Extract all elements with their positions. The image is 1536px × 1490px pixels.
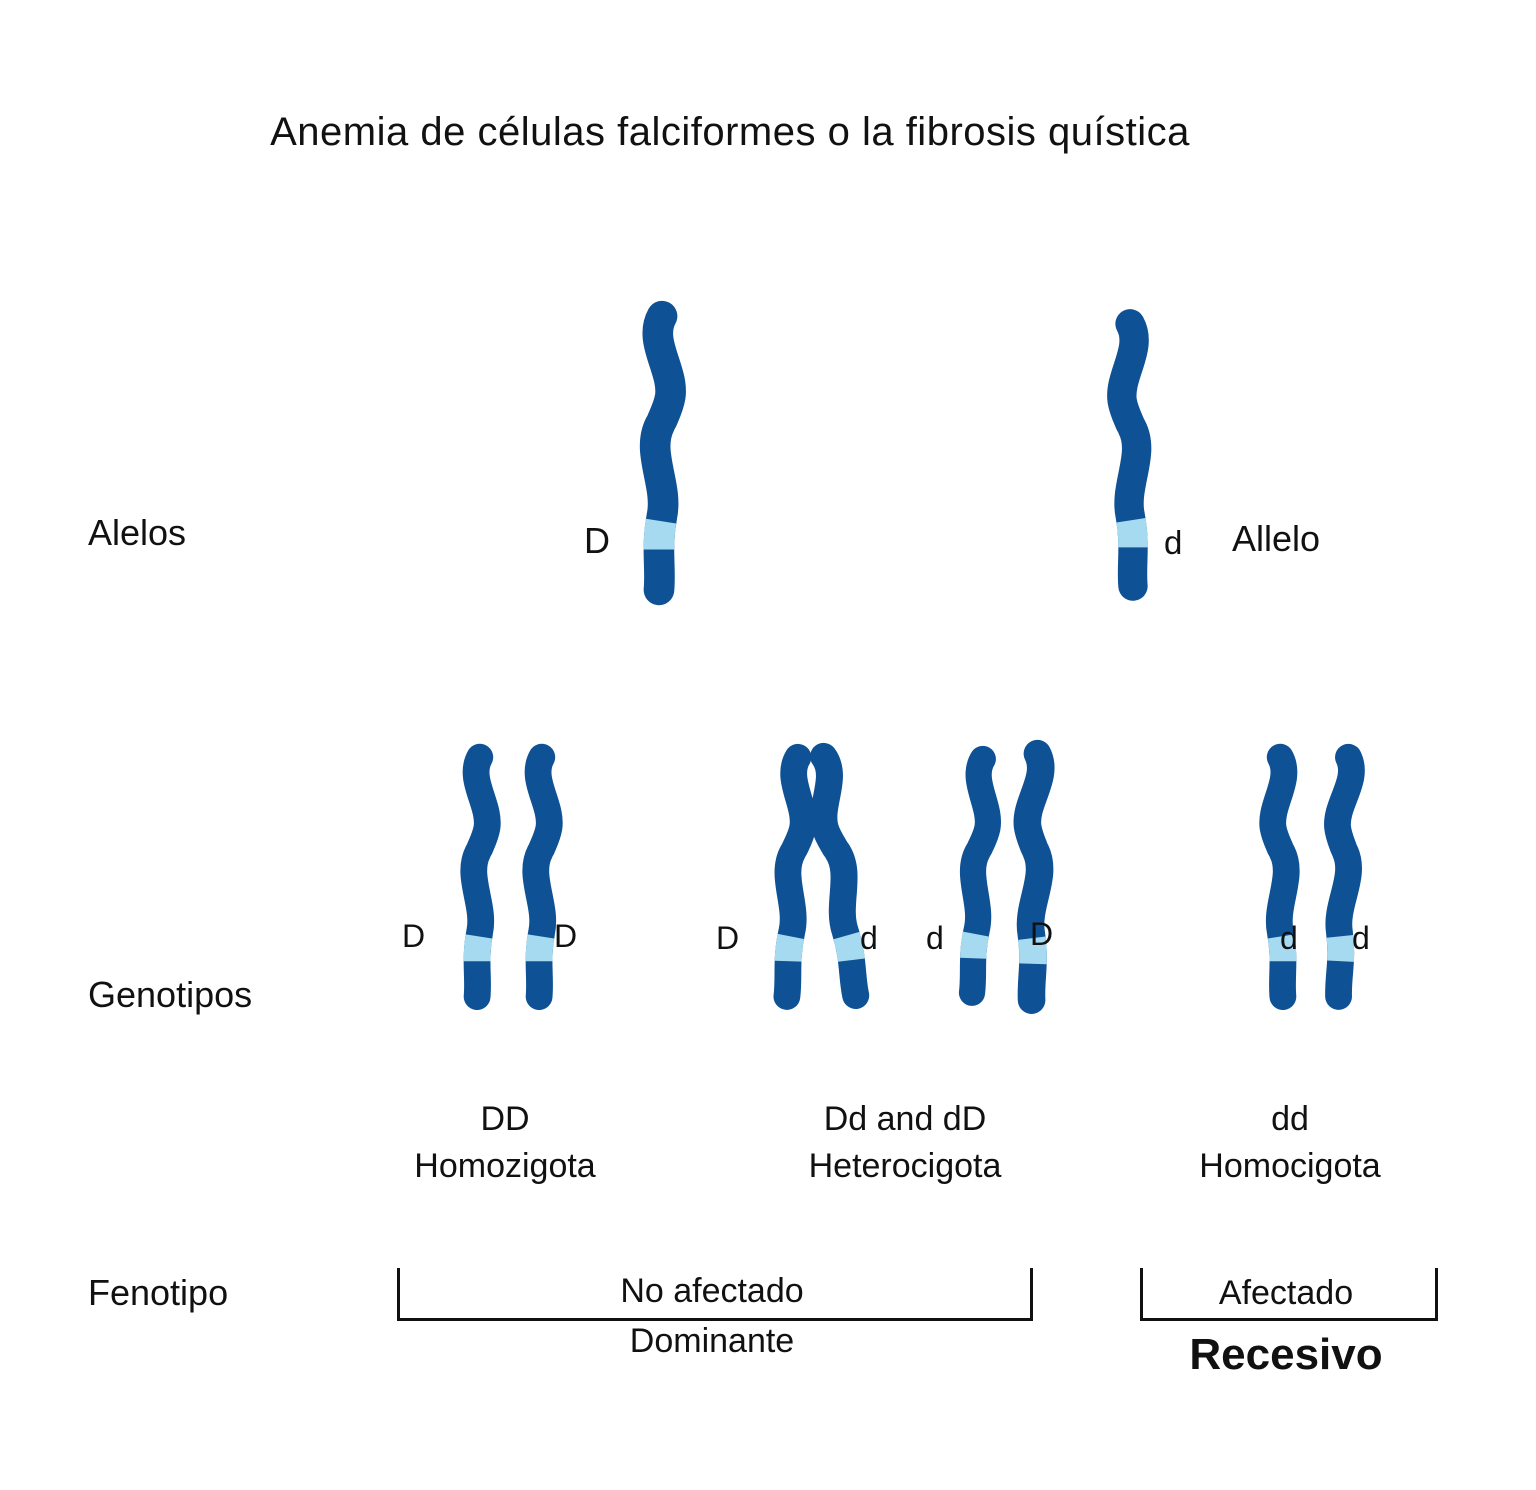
genotype-caption-homozygous-dominant: DD Homozigota [350,1096,660,1190]
phenotype-inheritance-recessive: Recesivo [1189,1330,1383,1379]
allele-caption: Allelo [1232,518,1321,559]
genotype-code: Dd and dD [823,1100,987,1138]
phenotype-bracket-dominant [397,1268,1033,1321]
row-label-genotypes: Genotipos [88,974,253,1015]
row-label-alleles: Alelos [88,512,187,553]
zygosity-label: Homocigota [1199,1147,1381,1185]
chromosome-pair3-right [983,736,1087,1015]
genotype-letter: d [1280,920,1298,956]
genotype-letter: D [554,918,578,954]
phenotype-status-unaffected: No afectado [620,1272,804,1310]
genotype-code: DD [480,1100,530,1138]
chromosome-pair1-right [494,742,586,1010]
allele-letter-recessive: d [1164,524,1183,561]
phenotype-inheritance-dominant: Dominante [629,1322,795,1360]
genotype-letter: d [1352,920,1370,956]
diagram-title: Anemia de células falciformes o la fibro… [270,110,1190,154]
chromosome-pair4-right [1291,740,1397,1012]
genotype-letter: D [716,920,740,956]
zygosity-label: Heterocigota [808,1147,1002,1185]
genotype-caption-homozygous-recessive: dd Homocigota [1135,1096,1445,1190]
zygosity-label: Homozigota [414,1147,596,1185]
genotype-letter: d [926,920,944,956]
genotype-code: dd [1271,1100,1309,1138]
phenotype-bracket-recessive [1140,1268,1438,1321]
genotype-caption-heterozygous: Dd and dD Heterocigota [750,1096,1060,1190]
chromosome-allele-dominant [612,298,708,606]
genotype-letter: D [402,918,426,954]
phenotype-status-affected: Afectado [1218,1274,1354,1312]
genotype-letter: d [860,920,878,956]
row-label-phenotype: Fenotipo [88,1272,229,1313]
allele-letter-dominant: D [584,520,610,561]
genotype-letter: D [1030,916,1054,952]
